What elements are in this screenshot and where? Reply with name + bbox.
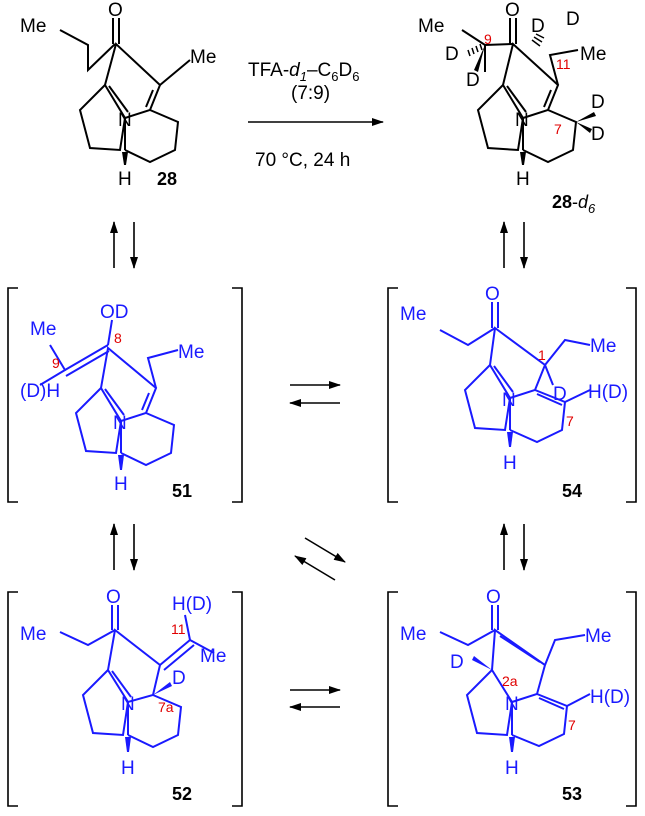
deuterium-label: D bbox=[566, 9, 580, 30]
position-7-label: 7 bbox=[568, 717, 576, 733]
deuterium-label: D bbox=[553, 384, 567, 405]
position-8-label: 8 bbox=[114, 330, 122, 346]
hydrogen-label: H bbox=[118, 169, 132, 190]
position-9-label: 9 bbox=[52, 355, 60, 371]
methyl-label: Me bbox=[20, 16, 46, 37]
oxygen-label: O bbox=[485, 284, 500, 305]
nitrogen-label: N bbox=[121, 694, 135, 715]
oxygen-label: O bbox=[106, 587, 121, 608]
hydrogen-label: H bbox=[114, 474, 128, 495]
oxygen-label: O bbox=[108, 0, 123, 21]
methyl-label: Me bbox=[20, 624, 46, 645]
nitrogen-label: N bbox=[515, 110, 529, 131]
compound-52 bbox=[59, 605, 215, 749]
nitrogen-label: N bbox=[505, 694, 519, 715]
ethyl-methyl-label: Me bbox=[590, 336, 616, 357]
hydrogen-deuterium-label: H(D) bbox=[588, 382, 628, 403]
deuterium-label: D bbox=[445, 44, 459, 65]
wedge-bond bbox=[122, 152, 128, 165]
compound-51 bbox=[39, 319, 179, 467]
hydrogen-label: H bbox=[516, 169, 530, 190]
deuterium-label: D bbox=[591, 124, 605, 145]
compound-label-51: 51 bbox=[172, 481, 192, 501]
nitrogen-label: N bbox=[502, 390, 516, 411]
hydrogen-deuterium-label: H(D) bbox=[172, 594, 212, 615]
compound-54 bbox=[439, 302, 591, 444]
deuterium-label: D bbox=[450, 652, 464, 673]
oxygen-label: O bbox=[486, 587, 501, 608]
deuterium-label: D bbox=[591, 92, 605, 113]
methyl-label: Me bbox=[400, 304, 426, 325]
nitrogen-label: N bbox=[113, 413, 127, 434]
position-9-label: 9 bbox=[484, 31, 492, 47]
compound-label-52: 52 bbox=[172, 784, 192, 804]
ethyl-methyl-label: Me bbox=[200, 646, 226, 667]
brackets bbox=[7, 287, 637, 807]
hydrogen-deuterium-label: H(D) bbox=[590, 687, 630, 708]
methyl-label: Me bbox=[418, 16, 444, 37]
ethyl-methyl-label: Me bbox=[585, 626, 611, 647]
ethyl-methyl-label: Me bbox=[190, 47, 216, 68]
compound-label-28: 28 bbox=[157, 169, 177, 189]
position-11-label: 11 bbox=[556, 56, 571, 72]
oxygen-label: O bbox=[505, 0, 520, 21]
position-1-label: 1 bbox=[538, 347, 546, 363]
ratio-text: (7:9) bbox=[291, 83, 330, 104]
hydrogen-deuterium-label: (D)H bbox=[20, 381, 60, 402]
position-7a-label: 7a bbox=[158, 699, 174, 715]
deuterium-label: D bbox=[531, 16, 545, 37]
compound-label-28-d6: 28-d6 bbox=[552, 192, 596, 216]
compound-28 bbox=[59, 18, 191, 164]
position-2a-label: 2a bbox=[502, 673, 518, 689]
compound-28-d6 bbox=[461, 18, 579, 164]
methyl-label: Me bbox=[400, 624, 426, 645]
deuteroxy-label: OD bbox=[100, 302, 129, 323]
deuterium-label: D bbox=[466, 70, 480, 91]
ethyl-methyl-label: Me bbox=[178, 342, 204, 363]
equilibrium-arrows bbox=[110, 221, 528, 711]
compound-label-53: 53 bbox=[562, 784, 582, 804]
hydrogen-label: H bbox=[503, 453, 517, 474]
hydrogen-label: H bbox=[505, 758, 519, 779]
ethyl-methyl-label: Me bbox=[580, 44, 606, 65]
position-7-label: 7 bbox=[554, 121, 562, 137]
methyl-label: Me bbox=[30, 319, 56, 340]
hydrogen-label: H bbox=[121, 758, 135, 779]
compound-53 bbox=[439, 605, 591, 748]
temperature-time-text: 70 °C, 24 h bbox=[255, 150, 350, 171]
nitrogen-label: N bbox=[118, 110, 132, 131]
reagent-text: TFA-d1–C6D6 bbox=[248, 60, 359, 84]
position-11-label: 11 bbox=[171, 621, 186, 637]
position-7-label: 7 bbox=[566, 413, 574, 429]
compound-label-54: 54 bbox=[562, 481, 582, 501]
deuterium-label: D bbox=[172, 668, 186, 689]
